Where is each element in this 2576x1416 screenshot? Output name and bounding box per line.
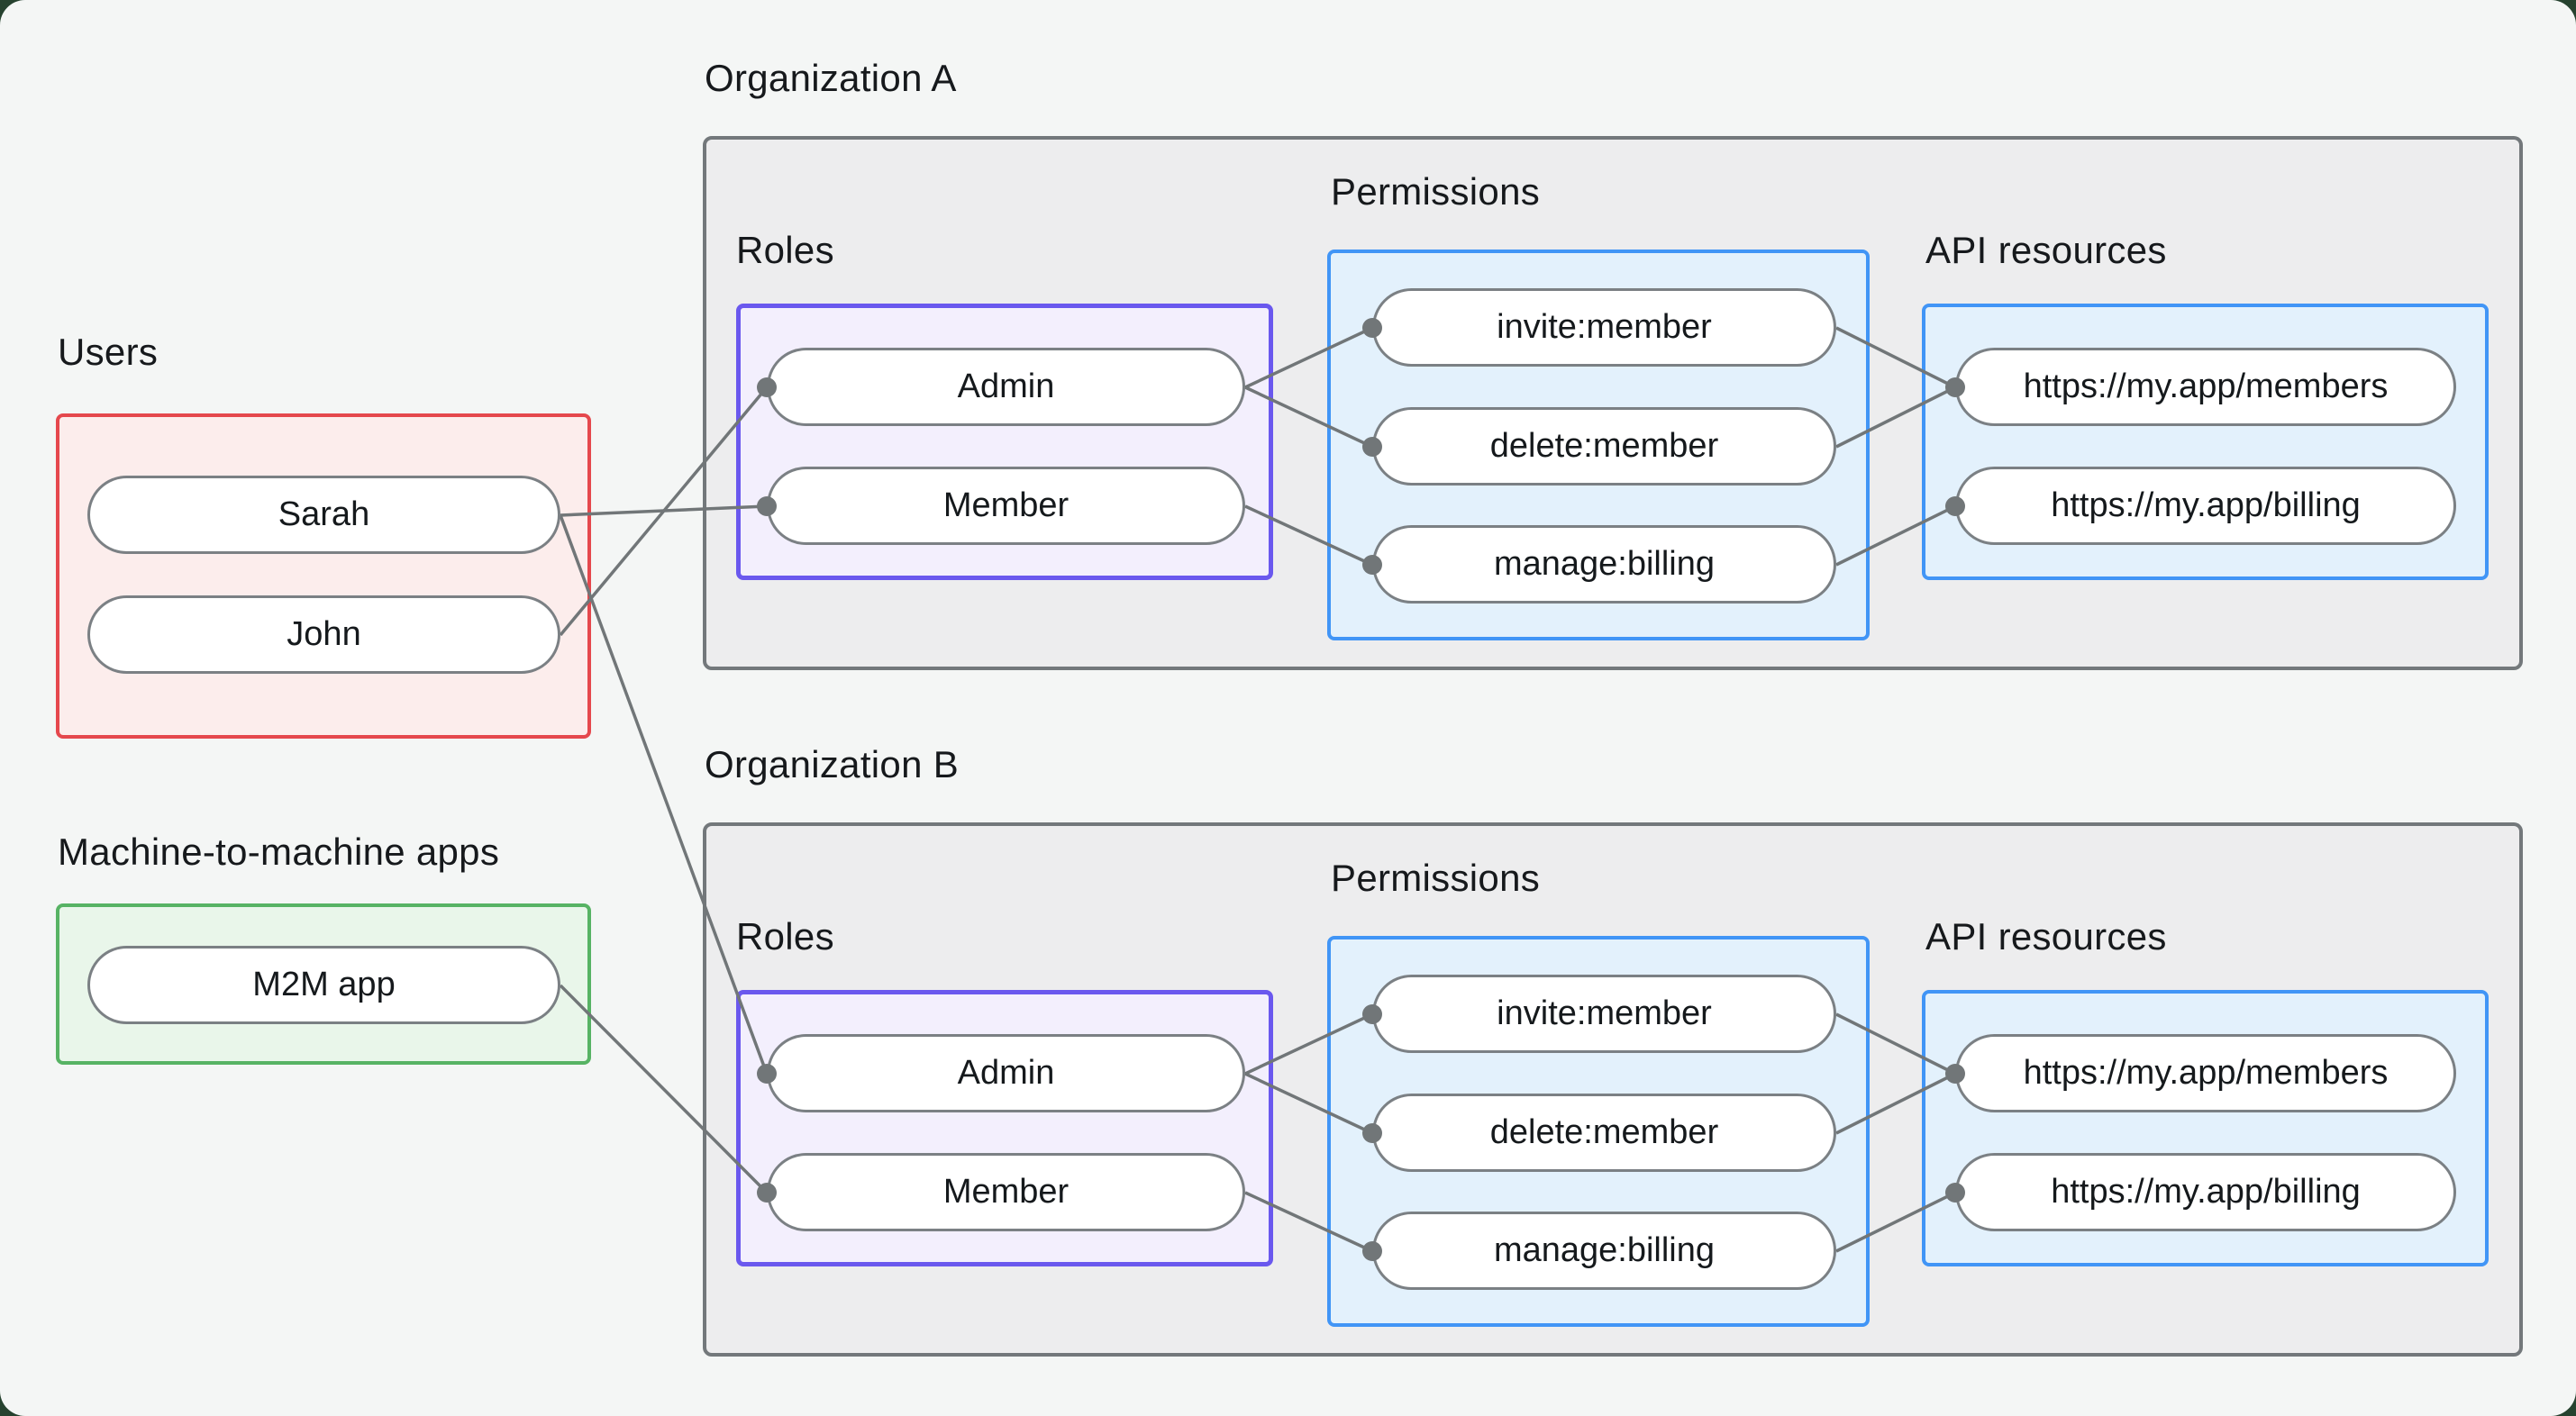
org-b-permission-pill-manage-billing: manage:billing <box>1372 1212 1836 1290</box>
connection-dot-org-b-manage <box>1362 1241 1382 1261</box>
edge-org-a-delete-member-to-members-api <box>1835 386 1956 449</box>
user-pill-john: John <box>87 595 560 674</box>
connection-dot-org-b-member <box>757 1183 777 1203</box>
connection-dot-org-b-members-api <box>1945 1064 1965 1084</box>
edge-john-to-org-a-admin <box>559 386 769 637</box>
org-b-permissions-label: Permissions <box>1331 857 1541 899</box>
org-a-roles-label: Roles <box>736 229 834 271</box>
org-a-title: Organization A <box>705 57 957 99</box>
edge-org-b-invite-member-to-members-api <box>1835 1012 1956 1076</box>
org-b-api-pill-billing: https://my.app/billing <box>1955 1153 2456 1231</box>
connection-dot-org-a-manage <box>1362 555 1382 575</box>
edge-org-b-admin-to-delete-member <box>1244 1072 1373 1135</box>
edge-org-b-admin-to-invite-member <box>1244 1012 1373 1076</box>
connection-dot-org-b-delete <box>1362 1123 1382 1143</box>
org-b-title: Organization B <box>705 743 960 785</box>
edge-org-a-member-to-manage-billing <box>1244 504 1373 567</box>
edge-org-a-invite-member-to-members-api <box>1835 326 1956 389</box>
org-a-permission-pill-delete-member: delete:member <box>1372 407 1836 486</box>
org-b-permission-pill-invite-member: invite:member <box>1372 975 1836 1053</box>
org-b-permission-pill-delete-member: delete:member <box>1372 1094 1836 1172</box>
m2m-group-label: Machine-to-machine apps <box>58 831 500 873</box>
user-pill-sarah: Sarah <box>87 476 560 554</box>
connection-dot-org-b-admin <box>757 1064 777 1084</box>
edge-org-b-delete-member-to-members-api <box>1835 1072 1956 1135</box>
edge-org-a-admin-to-delete-member <box>1244 386 1373 449</box>
org-b-api-resources-label: API resources <box>1925 915 2167 958</box>
connection-dot-org-a-admin <box>757 377 777 397</box>
org-a-role-pill-admin: Admin <box>767 348 1245 426</box>
org-b-role-pill-member: Member <box>767 1153 1245 1231</box>
connection-dot-org-a-invite <box>1362 318 1382 338</box>
edge-sarah-to-org-b-admin <box>559 514 769 1075</box>
connection-dot-org-a-billing-api <box>1945 496 1965 516</box>
edge-org-b-member-to-manage-billing <box>1244 1191 1373 1253</box>
edge-org-a-manage-billing-to-billing-api <box>1835 504 1956 567</box>
org-a-permission-pill-manage-billing: manage:billing <box>1372 525 1836 604</box>
edge-m2m-app-to-org-b-member <box>559 984 769 1194</box>
org-a-permissions-label: Permissions <box>1331 170 1541 213</box>
connection-dot-org-a-member <box>757 496 777 516</box>
org-a-api-pill-billing: https://my.app/billing <box>1955 467 2456 545</box>
users-group-label: Users <box>58 331 159 373</box>
org-b-api-pill-members: https://my.app/members <box>1955 1034 2456 1112</box>
m2m-app-pill: M2M app <box>87 946 560 1024</box>
org-a-api-resources-label: API resources <box>1925 229 2167 271</box>
org-a-api-pill-members: https://my.app/members <box>1955 348 2456 426</box>
edge-org-a-admin-to-invite-member <box>1244 326 1373 389</box>
users-group-box <box>56 413 591 739</box>
connection-dot-org-a-delete <box>1362 437 1382 457</box>
org-b-roles-label: Roles <box>736 915 834 958</box>
edge-org-b-manage-billing-to-billing-api <box>1835 1191 1956 1253</box>
connection-dot-org-b-billing-api <box>1945 1183 1965 1203</box>
connection-dot-org-b-invite <box>1362 1004 1382 1024</box>
connection-dot-org-a-members-api <box>1945 377 1965 397</box>
org-a-permission-pill-invite-member: invite:member <box>1372 288 1836 367</box>
org-b-role-pill-admin: Admin <box>767 1034 1245 1112</box>
org-a-role-pill-member: Member <box>767 467 1245 545</box>
